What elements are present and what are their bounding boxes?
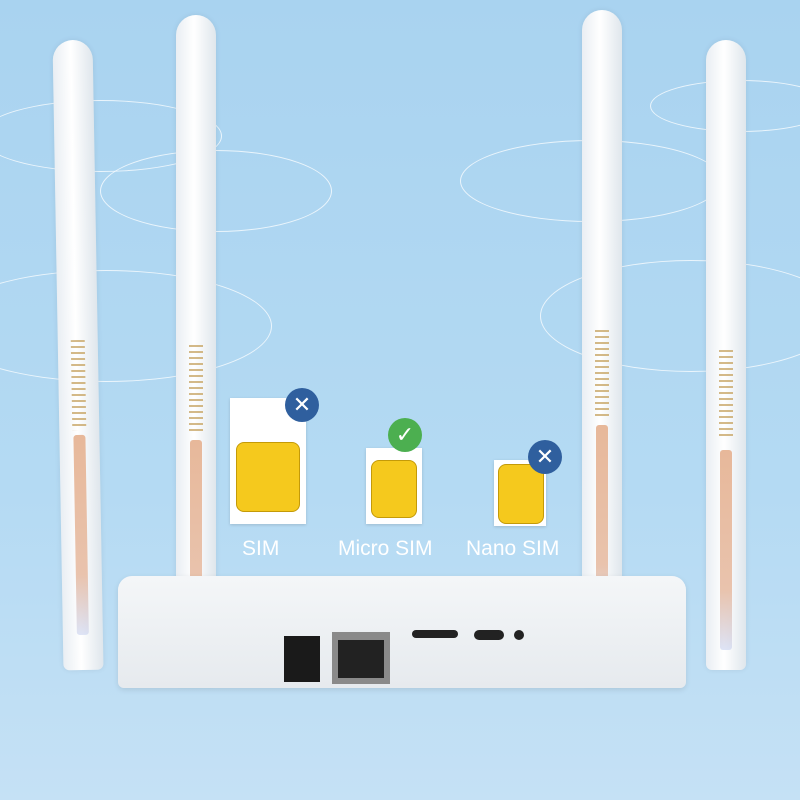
router-body xyxy=(118,576,686,688)
antenna xyxy=(706,40,746,670)
x-icon: ✕ xyxy=(528,440,562,474)
power-port xyxy=(284,636,320,682)
nano-sim-label: Nano SIM xyxy=(466,537,560,560)
sim-label: SIM xyxy=(242,537,280,560)
x-icon: ✕ xyxy=(285,388,319,422)
antenna xyxy=(582,10,622,685)
micro-sim-label: Micro SIM xyxy=(338,537,433,560)
ethernet-port xyxy=(332,632,390,684)
usb-port xyxy=(474,630,504,640)
check-icon: ✓ xyxy=(388,418,422,452)
sim-slot xyxy=(412,630,458,638)
reset-button xyxy=(514,630,524,640)
